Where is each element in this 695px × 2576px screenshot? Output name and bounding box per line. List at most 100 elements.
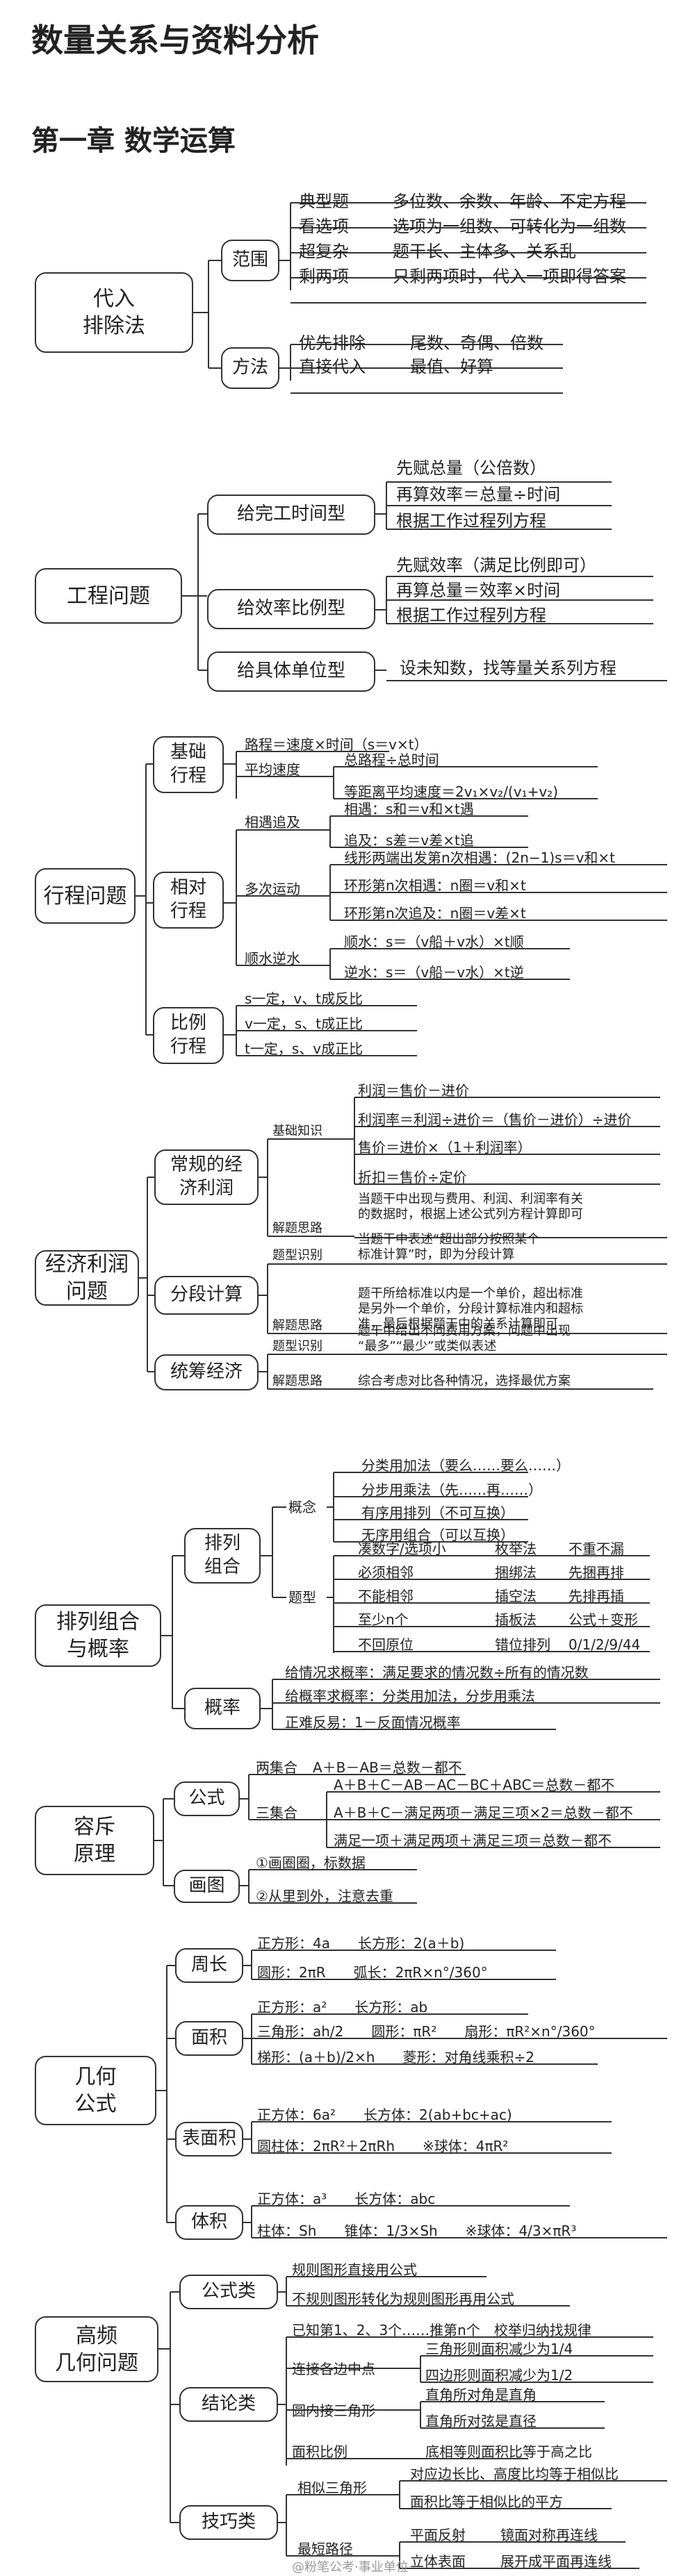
concept-item: 分类用加法（要么……要么……） — [361, 1457, 570, 1474]
range-item-desc: 题干长、主体多、关系乱 — [393, 242, 576, 261]
question-type-label: 题型 — [288, 1589, 316, 1606]
area-formula: 正方形：a² 长方形：ab — [257, 1999, 428, 2016]
formula-node: 公式 — [174, 1781, 240, 1816]
economic-profit-node: 经济利润 问题 — [35, 1250, 139, 1306]
method-item-desc: 尾数、奇偶、倍数 — [410, 333, 543, 353]
shortest-path-label: 最短路径 — [297, 2541, 353, 2557]
concept-item: 有序用排列（不可互换） — [361, 1504, 514, 1521]
relative-travel-node: 相对 行程 — [153, 872, 224, 929]
midpoint-item: 三角形则面积减少为1/4 — [425, 2341, 573, 2357]
basic-knowledge-label: 基础知识 — [272, 1124, 322, 1138]
proportional-rule: s一定，v、t成反比 — [245, 990, 363, 1007]
inscribed-triangle-label: 圆内接三角形 — [292, 2402, 375, 2419]
volume-node: 体积 — [175, 2205, 243, 2240]
volume-formula: 柱体：Sh 锥体：1/3×Sh ※球体：4/3×πR³ — [257, 2222, 577, 2239]
three-sets-formula: 满足一项＋满足两项＋满足三项＝总数－都不 — [334, 1832, 612, 1849]
proportional-rule: v一定，s、t成正比 — [245, 1015, 363, 1032]
question-type-method: 捆绑法 — [495, 1564, 537, 1581]
inclusion-exclusion-node: 容斥 原理 — [35, 1806, 154, 1875]
conclusion-pattern: 已知第1、2、3个……推第n个 校举归纳找规律 — [292, 2322, 591, 2338]
question-type-note: 先捆再排 — [569, 1564, 624, 1581]
range-item-desc: 只剩两项时，代入一项即得答案 — [393, 267, 626, 286]
average-speed-label: 平均速度 — [245, 761, 300, 778]
multiple-motion-item: 环形第n次相遇：n圈＝v和×t — [344, 877, 526, 894]
area-node: 面积 — [175, 2021, 243, 2056]
surface-area-node: 表面积 — [175, 2122, 243, 2157]
drawing-node: 画图 — [174, 1870, 240, 1903]
question-type-method: 枚举法 — [495, 1540, 537, 1557]
question-type-case: 至少n个 — [358, 1611, 409, 1628]
permutation-combination-node: 排列 组合 — [184, 1528, 261, 1584]
frequent-geometry-node: 高频 几何问题 — [35, 2316, 158, 2382]
question-type-case: 凑数字/选项小 — [358, 1540, 446, 1557]
perimeter-formula: 正方形：4a 长方形：2(a＋b) — [257, 1935, 465, 1952]
probability-rule: 给情况求概率：满足要求的情况数÷所有的情况数 — [285, 1664, 589, 1681]
formula-type-item: 规则图形直接用公式 — [292, 2261, 417, 2278]
method-item-desc: 最值、好算 — [410, 357, 493, 376]
average-speed-item: 总路程÷总时间 — [344, 751, 439, 768]
permutation-probability-node: 排列组合 与概率 — [35, 1604, 161, 1667]
profit-formula: 售价＝进价×（1＋利润率） — [358, 1139, 532, 1156]
midpoint-item: 四边形则面积减少为1/2 — [425, 2367, 573, 2384]
range-node: 范围 — [221, 240, 279, 281]
completion-time-step: 根据工作过程列方程 — [396, 511, 546, 531]
page-title: 数量关系与资料分析 — [31, 22, 319, 59]
question-type-note: 不重不漏 — [569, 1540, 624, 1557]
question-type-method: 插板法 — [495, 1611, 537, 1628]
question-type-method: 插空法 — [495, 1588, 537, 1604]
similar-triangle-item: 面积比等于相似比的平方 — [410, 2493, 563, 2510]
multiple-motion-item: 线形两端出发第n次相遇：(2n−1)s＝v和×t — [344, 849, 616, 866]
shortest-path-case: 立体表面 — [410, 2553, 466, 2570]
similar-triangle-item: 对应边长比、高度比均等于相似比 — [410, 2466, 619, 2482]
completion-time-step: 再算效率＝总量÷时间 — [396, 485, 561, 504]
regular-profit-solution: 当题干中出现与费用、利润、利润率有关 的数据时，根据上述公式列方程计算即可 — [358, 1192, 583, 1222]
overall-economy-type-text: 题干中给出不同费用方案，问题中出现 “最多”“最少”或类似表述 — [358, 1324, 571, 1354]
inscribed-triangle-item: 直角所对角是直角 — [425, 2386, 537, 2403]
segmented-solution-text: 题干所给标准以内是一个单价，超出标准 是另外一个单价，分段计算标准内和超标 准，… — [358, 1286, 583, 1331]
three-sets-formula: A＋B＋C－满足两项－满足三项×2＝总数－都不 — [334, 1804, 633, 1821]
area-formula: 三角形：ah/2 圆形：πR² 扇形：πR²×n°/360° — [257, 2023, 596, 2040]
type-recognition-label: 题型识别 — [272, 1248, 322, 1263]
range-item: 超复杂 — [299, 242, 349, 261]
surface-area-formula: 正方体：6a² 长方体：2(ab+bc+ac) — [257, 2106, 512, 2123]
similar-triangle-label: 相似三角形 — [297, 2479, 367, 2496]
probability-rule: 给概率求概率：分类用加法，分步用乘法 — [285, 1688, 535, 1704]
geometry-formula-node: 几何 公式 — [35, 2056, 156, 2125]
multiple-motion-item: 环形第n次追及：n圈＝v差×t — [344, 905, 526, 922]
volume-formula: 正方体：a³ 长方体：abc — [257, 2191, 436, 2207]
meet-chase-label: 相遇追及 — [245, 814, 300, 831]
concept-label: 概念 — [288, 1499, 316, 1515]
overall-economy-solution: 综合考虑对比各种情况，选择最优方案 — [358, 1374, 571, 1388]
segmented-type-text: 当题干中表述“超出部分按照某个 标准计算”时，即为分段计算 — [358, 1232, 540, 1262]
inscribed-triangle-item: 直角所对弦是直径 — [425, 2413, 537, 2429]
regular-profit-node: 常规的经 济利润 — [154, 1149, 259, 1205]
drawing-step: ①画圈圈，标数据 — [256, 1854, 366, 1871]
method-item: 直接代入 — [299, 357, 366, 376]
concept-item: 分步用乘法（先……再……） — [361, 1481, 542, 1498]
average-speed-item: 等距离平均速度＝2v₁×v₂/(v₁+v₂) — [344, 783, 558, 800]
given-efficiency-ratio-node: 给效率比例型 — [207, 589, 375, 629]
perimeter-formula: 圆形：2πR 弧长：2πR×n°/360° — [257, 1964, 488, 1981]
meet-chase-item: 追及：s差＝v差×t追 — [344, 832, 474, 849]
given-completion-time-node: 给完工时间型 — [207, 495, 375, 535]
downstream-upstream-label: 顺水逆水 — [245, 950, 300, 967]
type-recognition-label: 题型识别 — [272, 1339, 322, 1354]
conclusion-type-node: 结论类 — [179, 2387, 278, 2422]
question-type-note: 0/1/2/9/44 — [569, 1636, 641, 1653]
profit-formula: 折扣＝售价÷定价 — [358, 1169, 467, 1186]
midpoint-label: 连接各边中点 — [292, 2361, 375, 2377]
solution-idea-label: 解题思路 — [272, 1221, 322, 1236]
shortest-path-method: 展开成平面再连线 — [500, 2553, 612, 2570]
question-type-case: 不回原位 — [358, 1636, 414, 1653]
completion-time-step: 先赋总量（公倍数） — [396, 458, 546, 478]
three-sets-label: 三集合 — [256, 1804, 297, 1821]
range-item-desc: 多位数、余数、年龄、不定方程 — [393, 192, 626, 211]
efficiency-ratio-step: 先赋效率（满足比例即可） — [396, 556, 596, 575]
range-item-desc: 选项为一组数、可转化为一组数 — [393, 217, 626, 236]
profit-formula: 利润＝售价－进价 — [358, 1082, 469, 1099]
travel-problem-node: 行程问题 — [35, 868, 136, 924]
multiple-motion-label: 多次运动 — [245, 881, 300, 897]
two-sets-formula: A＋B－AB＝总数－都不 — [313, 1759, 462, 1776]
concept-item: 无序用组合（可以互换） — [361, 1527, 514, 1543]
